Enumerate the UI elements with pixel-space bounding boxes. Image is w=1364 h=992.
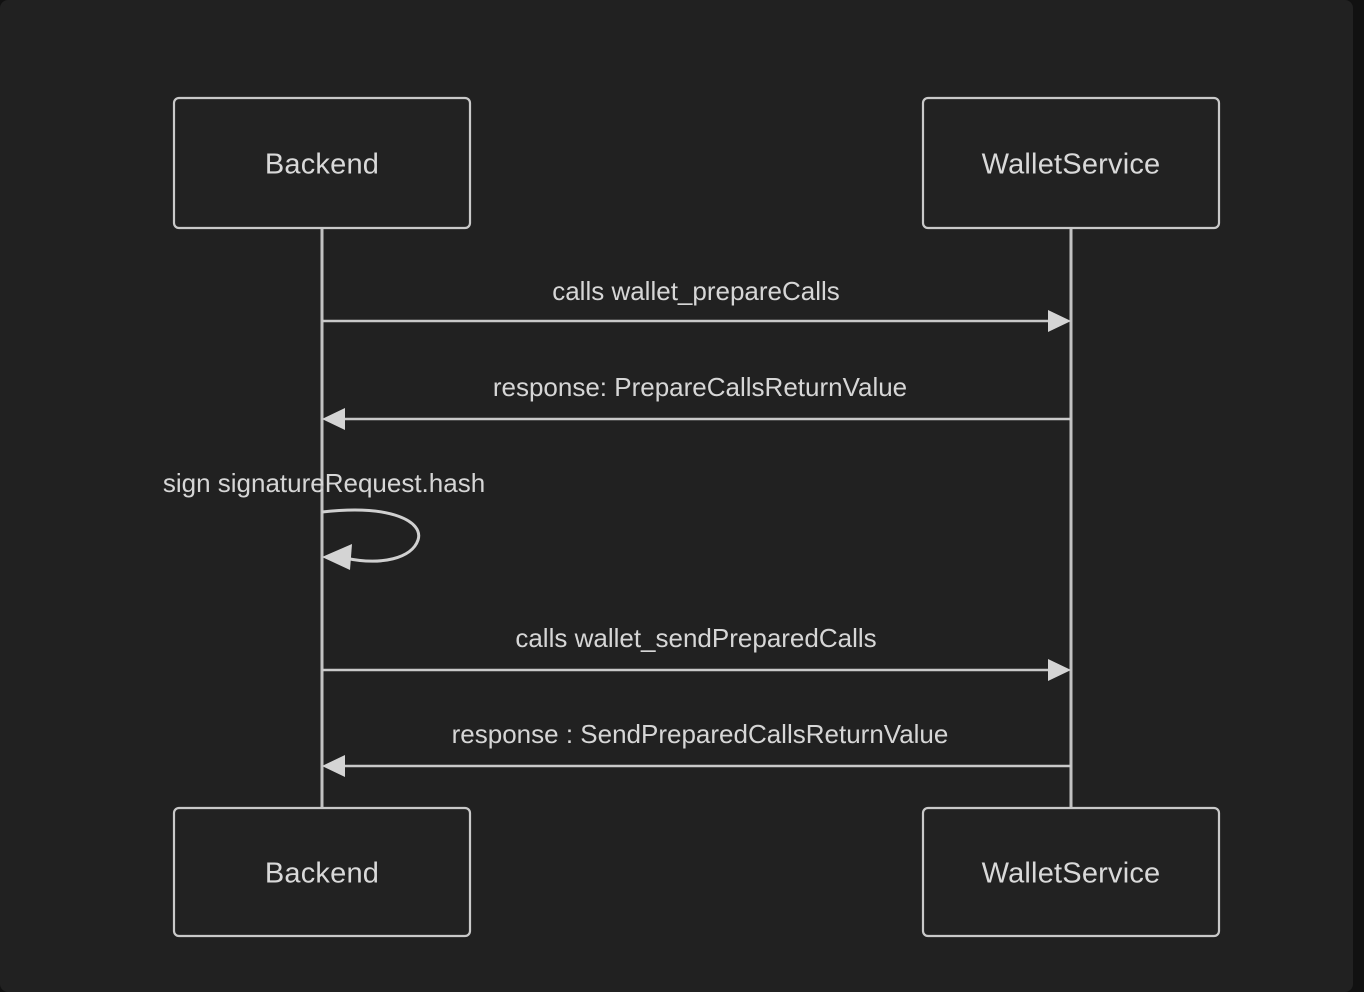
message-1-calls-wallet-prepareCalls[interactable]: calls wallet_prepareCalls [322,276,1071,332]
actor-box-walletservice-bottom-rect [921,806,1221,938]
message-4-arrow-head-right [1048,659,1071,681]
actor-label-backend-bottom: Backend [265,858,379,890]
actor-box-walletservice-top[interactable]: WalletService [921,96,1221,230]
actor-label-backend-top: Backend [265,149,379,181]
message-5-label: response : SendPreparedCallsReturnValue [452,719,949,749]
message-3-self-loop-sign-signatureRequest-hash[interactable]: sign signatureRequest.hash [163,468,485,570]
message-2-arrow-head-left [322,408,345,430]
message-2-label: response: PrepareCallsReturnValue [493,372,907,402]
actor-box-backend-bottom[interactable]: Backend [172,806,472,938]
actor-box-walletservice-bottom[interactable]: WalletService [921,806,1221,938]
actor-box-backend-top[interactable]: Backend [172,96,472,230]
actor-box-backend-top-rect [172,96,472,230]
message-4-calls-wallet-sendPreparedCalls[interactable]: calls wallet_sendPreparedCalls [322,623,1071,681]
actor-label-walletservice-top: WalletService [982,149,1161,181]
message-1-label: calls wallet_prepareCalls [552,276,840,306]
message-3-label: sign signatureRequest.hash [163,468,485,498]
message-1-arrow-head-right [1048,310,1071,332]
message-4-label: calls wallet_sendPreparedCalls [515,623,876,653]
message-2-response-PrepareCallsReturnValue[interactable]: response: PrepareCallsReturnValue [322,372,1071,430]
message-5-arrow-head-left [322,755,345,777]
message-5-response-SendPreparedCallsReturnValue[interactable]: response : SendPreparedCallsReturnValue [322,719,1071,777]
actor-label-walletservice-bottom: WalletService [982,858,1161,890]
message-3-arrow-head-left [322,544,352,570]
actor-box-backend-bottom-rect [172,806,472,938]
message-3-loop-path [321,508,421,563]
actor-box-walletservice-top-rect [921,96,1221,230]
